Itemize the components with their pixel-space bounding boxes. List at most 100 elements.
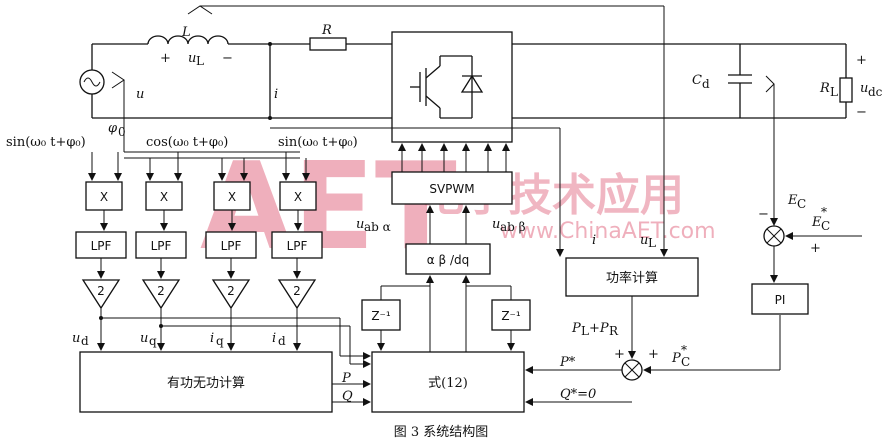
ul-label: u <box>188 51 196 66</box>
pr-sub: R <box>609 324 619 338</box>
reference-branch: X X X X LPF LPF LPF LPF 2 2 2 2 <box>75 151 371 368</box>
lpf-label-4: LPF <box>287 239 308 253</box>
pc-plus-sign: + <box>648 347 659 362</box>
current-i-label: i <box>274 87 278 102</box>
mult-label-1: X <box>100 190 108 204</box>
iq-label: i <box>210 331 214 346</box>
pi-label: PI <box>775 293 786 307</box>
ref-cos: cos(ω₀ t+φ₀) <box>146 135 228 150</box>
id-sub: d <box>278 334 286 348</box>
ul-sub: L <box>196 54 204 68</box>
pq-calc-label: 有功无功计算 <box>167 376 245 391</box>
ec-sub: C <box>797 197 806 211</box>
pcstar-sup: * <box>681 343 687 357</box>
pr-label: +P <box>589 321 609 336</box>
inductor-icon <box>147 35 229 45</box>
svpwm-block <box>391 171 513 205</box>
ec-minus: − <box>758 207 769 222</box>
load-sub: L <box>830 85 838 99</box>
pc-ul-label: u <box>640 233 648 248</box>
ecstar-sub: C <box>821 219 830 233</box>
multiplier-block-4 <box>279 181 317 211</box>
ub-sub: ab β <box>500 220 526 234</box>
ul-minus: − <box>222 51 233 66</box>
power-calc-block <box>565 257 699 297</box>
gain-label-2: 2 <box>157 284 165 298</box>
q-label: Q <box>342 389 353 404</box>
ecstar-sup: * <box>821 205 827 219</box>
labels: L u L + − R u i φ 0 C d R L + u dc − sin… <box>6 23 882 440</box>
mult-label-4: X <box>294 190 302 204</box>
resistor-label: R <box>321 23 332 38</box>
power-circuit <box>79 5 853 257</box>
id-label: i <box>272 331 276 346</box>
pcstar-sub: C <box>681 355 690 369</box>
resistor-icon <box>309 37 347 51</box>
pq-calc-block <box>79 351 333 413</box>
uq-sub: q <box>149 334 157 348</box>
ud-label: u <box>72 331 80 346</box>
ec-label: E <box>787 193 798 208</box>
voltage-sensor-icon <box>111 71 125 89</box>
mult-label-3: X <box>228 190 236 204</box>
gain-block-2 <box>141 279 181 310</box>
uq-label: u <box>140 331 148 346</box>
gain-label-1: 2 <box>97 284 105 298</box>
iq-sub: q <box>216 334 224 348</box>
qstar-label: Q*=0 <box>560 387 596 402</box>
pstar-label: P* <box>559 355 576 370</box>
phi0-sub: 0 <box>118 125 126 139</box>
gain-block-1 <box>81 279 121 310</box>
figure-caption: 图 3 系统结构图 <box>394 425 489 440</box>
ud-sub: d <box>81 334 89 348</box>
ua-sub: ab α <box>364 220 391 234</box>
multiplier-block-1 <box>85 181 123 211</box>
diode-icon <box>460 56 484 118</box>
lpf-label-3: LPF <box>221 239 242 253</box>
delay-label-2: Z⁻¹ <box>501 309 521 323</box>
pc-ul-sub: L <box>648 236 656 250</box>
lpf-label-2: LPF <box>151 239 172 253</box>
multiplier-block-3 <box>213 181 251 211</box>
ub-label: u <box>492 217 500 232</box>
cap-sub: d <box>702 77 710 91</box>
source-u-label: u <box>136 87 144 102</box>
pl-sub: L <box>581 324 589 338</box>
udc-label: u <box>860 81 868 96</box>
ecstar-label: E <box>811 215 822 230</box>
formula-block <box>371 351 525 413</box>
pc-i-label: i <box>592 233 596 248</box>
ecstar-plus: + <box>810 241 821 256</box>
delay-label-1: Z⁻¹ <box>371 309 391 323</box>
pl-label: P <box>571 321 581 336</box>
ref-sin1: sin(ω₀ t+φ₀) <box>6 135 86 150</box>
load-resistor-icon <box>839 77 853 103</box>
svpwm-label: SVPWM <box>429 182 474 196</box>
gain-label-4: 2 <box>293 284 301 298</box>
ua-label: u <box>356 217 364 232</box>
abdq-block <box>405 243 491 275</box>
udc-sub: dc <box>868 85 882 99</box>
p-label: P <box>341 371 351 386</box>
cap-label: C <box>692 73 702 88</box>
gain-block-4 <box>277 279 317 310</box>
watermark-url: www.ChinaAET.com <box>500 219 716 244</box>
phi0-label: φ <box>108 121 118 136</box>
udc-minus: − <box>856 105 867 120</box>
udc-plus: + <box>856 53 867 68</box>
lpf-label-1: LPF <box>91 239 112 253</box>
multiplier-block-2 <box>145 181 183 211</box>
inductor-label: L <box>181 25 191 40</box>
lpf-block-1 <box>75 231 127 259</box>
gain-block-3 <box>211 279 251 310</box>
power-calc-label: 功率计算 <box>606 270 658 286</box>
lpf-block-3 <box>205 231 257 259</box>
pcstar-label: P <box>671 351 681 366</box>
mult-label-2: X <box>160 190 168 204</box>
ref-sin2: sin(ω₀ t+φ₀) <box>278 135 358 150</box>
gain-label-3: 2 <box>227 284 235 298</box>
control-blocks: 有功无功计算 式(12) Z⁻¹ Z⁻¹ α β /dq SVPWM <box>79 143 862 413</box>
formula-label: 式(12) <box>428 376 468 391</box>
abdq-label: α β /dq <box>427 253 469 267</box>
